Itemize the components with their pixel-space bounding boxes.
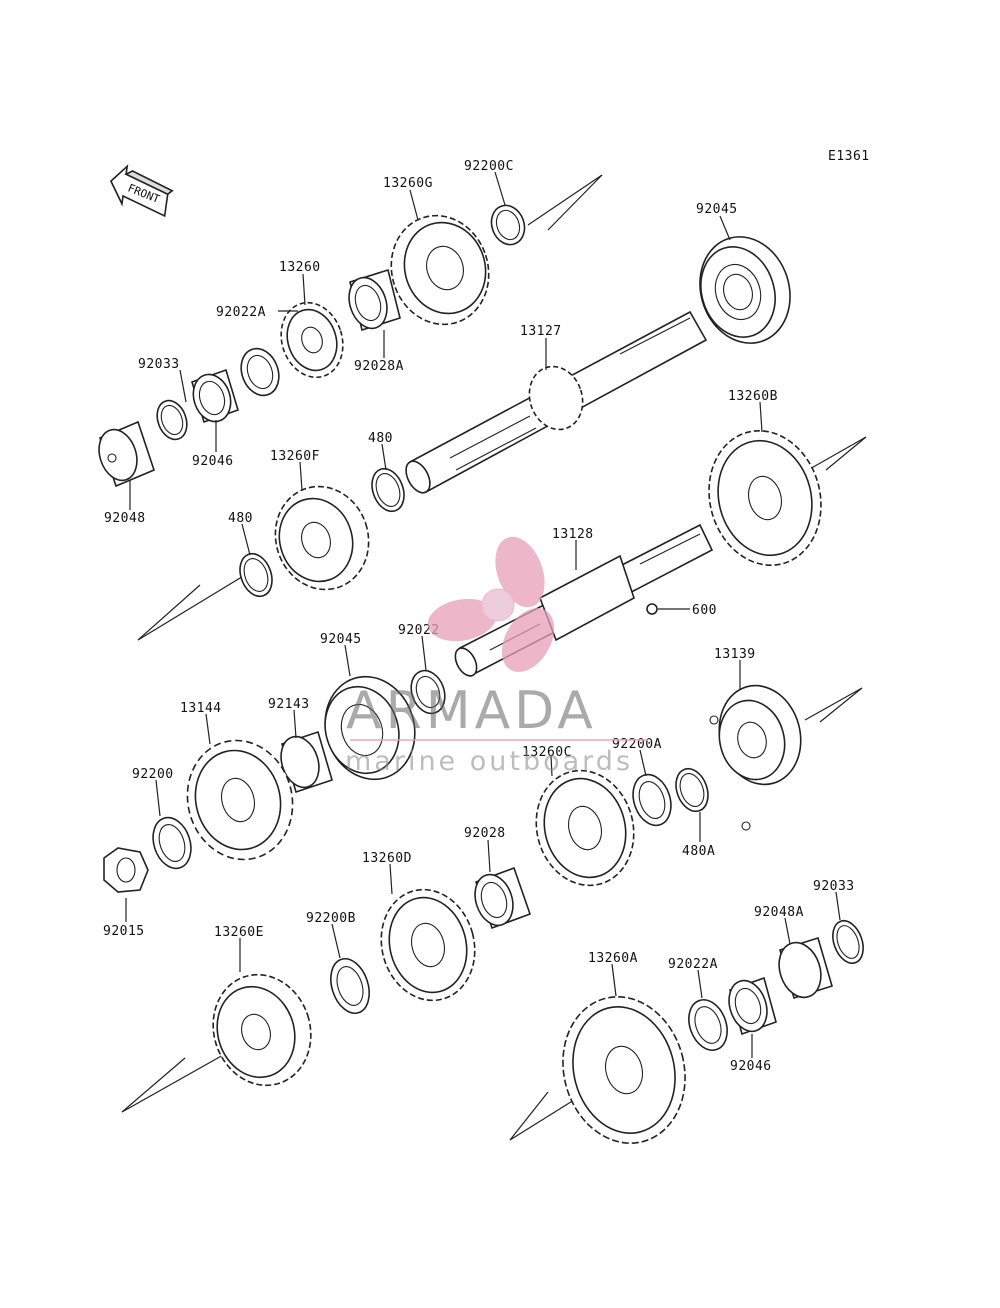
label-92045-mid: 92045 — [320, 632, 362, 647]
label-92045-top: 92045 — [696, 202, 738, 217]
label-13260B: 13260B — [728, 389, 778, 404]
label-92046-left: 92046 — [192, 454, 234, 469]
collar-92048 — [98, 420, 155, 488]
gear-13260B — [708, 429, 822, 567]
label-92200C: 92200C — [464, 159, 514, 174]
ball-600 — [646, 603, 690, 615]
label-480-left: 480 — [228, 511, 253, 526]
washer-92200C — [490, 204, 526, 246]
label-92022A-top: 92022A — [216, 305, 266, 320]
label-92028: 92028 — [464, 826, 506, 841]
label-13260E: 13260E — [214, 925, 264, 940]
part-labels: 92200C 13260G 92045 13260 92022A 92028A … — [103, 159, 855, 1074]
label-480A: 480A — [682, 844, 715, 859]
label-600: 600 — [692, 603, 717, 618]
label-13260: 13260 — [279, 260, 321, 275]
leader-lines — [125, 171, 841, 1058]
label-13127: 13127 — [520, 324, 562, 339]
needle-bearing-92028 — [474, 866, 532, 930]
needle-bearing-92046-left — [191, 368, 239, 424]
circlip-92033-left — [156, 399, 188, 441]
diagram-id: E1361 — [828, 149, 870, 164]
gear-13260E — [212, 973, 312, 1087]
watermark-tagline: marine outboards — [345, 746, 633, 777]
gear-13260 — [280, 301, 344, 379]
nut-92015 — [103, 847, 149, 893]
label-13260A: 13260A — [588, 951, 638, 966]
watermark-brand: ARMADA — [346, 681, 597, 741]
label-92048A: 92048A — [754, 905, 804, 920]
circlip-92033-right — [832, 919, 864, 965]
watermark: ARMADA marine outboards — [345, 536, 648, 777]
label-13128: 13128 — [552, 527, 594, 542]
label-92028A: 92028A — [354, 359, 404, 374]
needle-bearing-92046-right — [728, 976, 777, 1036]
label-92022A-bottom: 92022A — [668, 957, 718, 972]
label-13260G: 13260G — [383, 176, 433, 191]
bearing-92045-mid — [324, 675, 416, 781]
label-92046-right: 92046 — [730, 1059, 772, 1074]
label-92048: 92048 — [104, 511, 146, 526]
gear-13260A — [562, 996, 686, 1144]
label-13139: 13139 — [714, 647, 756, 662]
washer-92200 — [152, 816, 192, 870]
needle-bearing-92028A — [348, 268, 401, 332]
circlip-480-top — [371, 467, 405, 513]
label-92015: 92015 — [103, 924, 145, 939]
shaft-13127 — [405, 310, 708, 494]
sprocket-13144 — [186, 739, 294, 861]
circlip-480A — [675, 767, 709, 813]
label-92143: 92143 — [268, 697, 310, 712]
gear-13260G — [390, 214, 490, 326]
collar-92143 — [280, 730, 333, 794]
label-13260D: 13260D — [362, 851, 412, 866]
gear-13260D — [380, 888, 476, 1002]
gear-13260F — [274, 485, 370, 591]
label-13260C: 13260C — [522, 745, 572, 760]
propeller-logo-icon — [427, 536, 555, 672]
washer-92022A-top — [240, 347, 280, 397]
label-92200B: 92200B — [306, 911, 356, 926]
label-480-top: 480 — [368, 431, 393, 446]
front-arrow-icon: FRONT — [109, 164, 174, 218]
label-92033-right: 92033 — [813, 879, 855, 894]
gear-13260C — [535, 769, 635, 887]
washer-92022 — [410, 669, 446, 715]
label-13144: 13144 — [180, 701, 222, 716]
shift-drum-13139 — [709, 684, 802, 831]
label-92033-left: 92033 — [138, 357, 180, 372]
label-13260F: 13260F — [270, 449, 320, 464]
collar-92048A — [778, 936, 833, 1000]
circlip-480-left — [239, 552, 273, 598]
washer-92200A — [632, 773, 672, 827]
bearing-92045-top — [699, 236, 791, 344]
washer-92200B — [330, 957, 370, 1015]
washer-92022A-bottom — [688, 999, 728, 1051]
axis-lines — [121, 174, 867, 1141]
label-92200: 92200 — [132, 767, 174, 782]
